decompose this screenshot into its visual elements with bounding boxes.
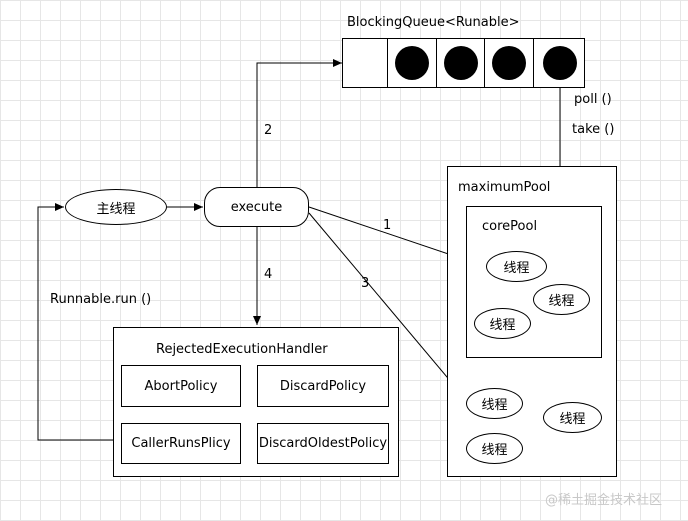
queue-label: BlockingQueue<Runable>	[347, 15, 520, 30]
queue-cell	[437, 39, 485, 87]
blocking-queue	[342, 38, 585, 88]
edge-label-4: 4	[264, 267, 273, 282]
queue-item-dot	[395, 46, 429, 80]
max-thread: 线程	[466, 433, 523, 464]
core-thread: 线程	[474, 308, 531, 339]
abort-policy-box: AbortPolicy	[121, 365, 241, 407]
queue-cell-empty	[343, 39, 388, 87]
queue-cell	[534, 39, 586, 87]
handler-title: RejectedExecutionHandler	[156, 342, 328, 357]
edge-label-2: 2	[264, 123, 273, 138]
discard-oldest-policy-box: DiscardOldestPolicy	[257, 423, 389, 464]
max-thread: 线程	[543, 402, 602, 433]
edge-label-1: 1	[383, 218, 392, 233]
main-thread-node: 主线程	[65, 189, 167, 225]
poll-label: poll ()	[574, 92, 612, 107]
queue-item-dot	[543, 46, 577, 80]
arrow-callerruns-to-main	[37, 203, 120, 441]
discard-policy-box: DiscardPolicy	[257, 365, 389, 407]
queue-item-dot	[443, 46, 478, 80]
core-pool-title: corePool	[482, 219, 538, 234]
core-pool: corePool	[466, 206, 602, 358]
execute-node: execute	[204, 187, 309, 227]
queue-item-dot	[492, 46, 526, 80]
caller-runs-policy-box: CallerRunsPlicy	[121, 423, 241, 464]
core-thread: 线程	[533, 284, 590, 315]
max-thread: 线程	[466, 388, 523, 419]
arrow-execute-to-max-thread	[308, 212, 469, 403]
queue-cell	[485, 39, 534, 87]
maximum-pool-title: maximumPool	[458, 180, 551, 195]
watermark: @稀土掘金技术社区	[545, 493, 663, 508]
core-thread: 线程	[486, 251, 547, 282]
runnable-run-label: Runnable.run ()	[50, 292, 152, 307]
take-label: take ()	[572, 122, 615, 137]
arrow-execute-to-queue	[256, 59, 342, 187]
edge-label-3: 3	[361, 276, 370, 291]
queue-cell	[388, 39, 437, 87]
